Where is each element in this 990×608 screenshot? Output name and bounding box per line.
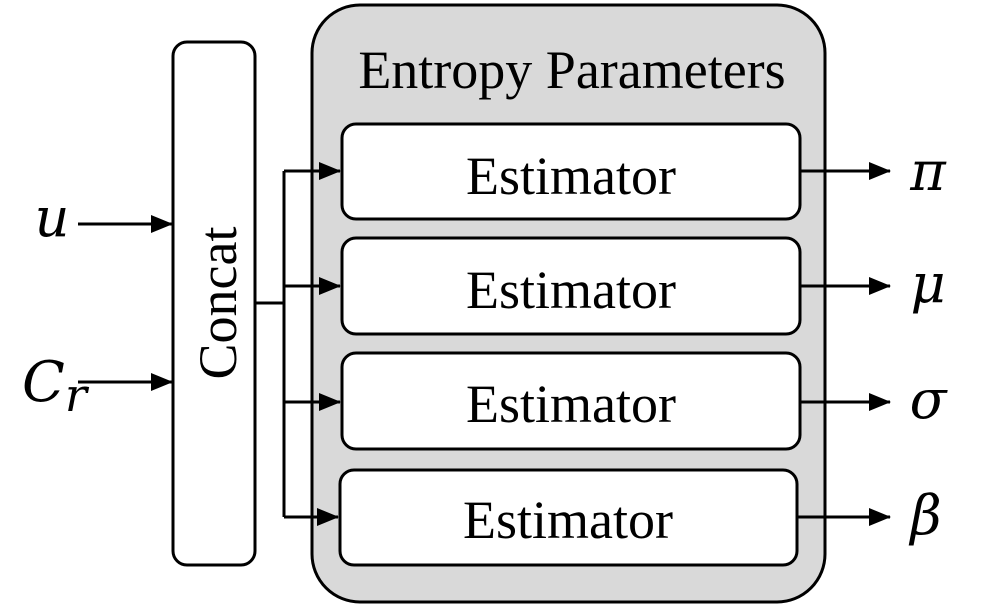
estimator-label-3: Estimator (466, 374, 676, 434)
entropy-parameters-title: Entropy Parameters (358, 40, 785, 100)
output-sigma-label: σ (910, 368, 949, 431)
estimator-label-4: Estimator (463, 490, 673, 550)
estimator-box-2: Estimator (340, 236, 802, 336)
input-cr-subscript: r (65, 368, 90, 422)
concat-to-estimators-connector (255, 162, 341, 526)
output-pi-label: π (909, 140, 947, 203)
estimator-box-1: Estimator (340, 122, 802, 221)
input-cr-main: C (22, 350, 65, 415)
output-mu-label: μ (910, 252, 945, 315)
estimator-label-2: Estimator (466, 260, 676, 320)
concat-label: Concat (188, 227, 248, 380)
input-u-label: u (35, 186, 70, 249)
output-beta-label: β (908, 484, 941, 547)
input-cr-label: Cr (22, 350, 90, 422)
output-arrows (797, 162, 891, 526)
estimator-box-3: Estimator (340, 351, 802, 451)
estimator-box-4: Estimator (338, 468, 799, 567)
estimator-label-1: Estimator (466, 146, 676, 206)
